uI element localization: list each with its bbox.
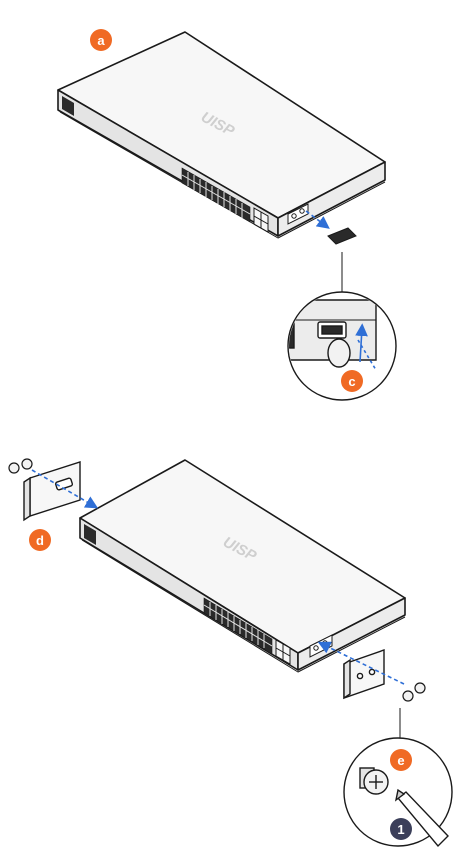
switch-bottom-port-dividers <box>203 602 273 648</box>
cover-tab <box>327 338 351 368</box>
svg-text:a: a <box>97 33 105 48</box>
screw-icon <box>21 458 33 470</box>
switch-bottom-sfp <box>275 639 291 665</box>
badge-c: c <box>341 370 363 392</box>
screw-icon <box>402 690 414 702</box>
svg-text:c: c <box>348 374 355 389</box>
detail-circle-e <box>343 737 453 848</box>
switch-top-end <box>277 161 386 237</box>
screw-icon <box>8 462 20 474</box>
svg-text:1: 1 <box>397 822 404 837</box>
right-screws <box>402 682 426 702</box>
switch-top-mount-holes <box>287 203 309 225</box>
badge-step-1: 1 <box>390 818 412 840</box>
arrow-right-screws <box>317 641 405 685</box>
right-rack-ear <box>343 649 385 700</box>
detail-circle-c <box>287 291 397 401</box>
badge-e: e <box>390 749 412 771</box>
switch-top-sfp <box>253 207 269 233</box>
switch-bottom-vent <box>84 524 96 545</box>
left-screws <box>8 458 33 474</box>
badge-a: a <box>90 29 112 51</box>
switch-bottom <box>79 459 406 673</box>
switch-top-port-dividers <box>181 172 251 218</box>
removed-cover-plug <box>327 227 357 245</box>
svg-text:d: d <box>36 533 44 548</box>
switch-top-vent <box>62 96 74 116</box>
svg-text:e: e <box>397 753 404 768</box>
phillips-screw-icon <box>359 767 389 795</box>
left-rack-ear <box>23 461 81 522</box>
screwdriver-icon <box>394 788 449 848</box>
arrow-left-screws <box>31 469 99 509</box>
screw-icon <box>414 682 426 694</box>
badge-d: d <box>29 529 51 551</box>
